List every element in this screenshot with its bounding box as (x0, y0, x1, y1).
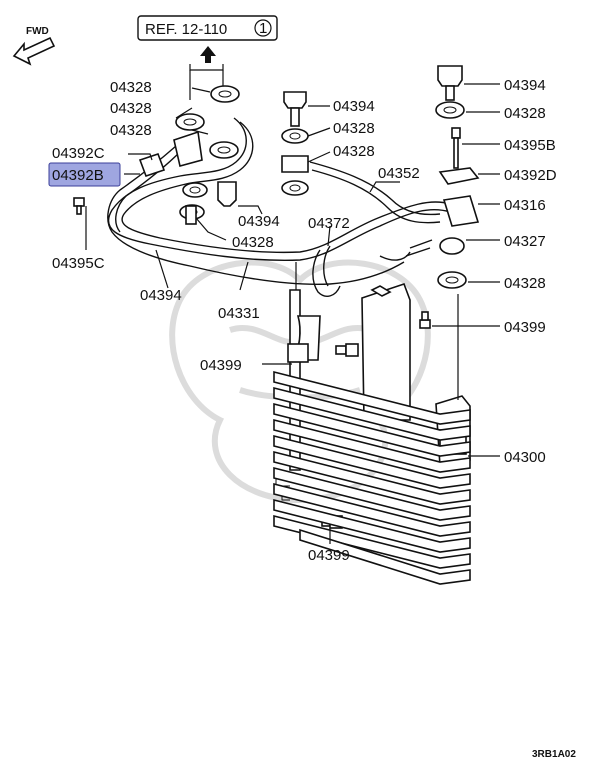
callout-04327[interactable]: 04327 (504, 233, 546, 250)
fwd-label: FWD (26, 26, 49, 37)
callout-04300[interactable]: 04300 (504, 449, 546, 466)
callout-04331[interactable]: 04331 (218, 305, 260, 322)
cooler-hoses (107, 117, 451, 297)
callout-04394-a[interactable]: 04394 (140, 287, 182, 304)
callout-04328-b[interactable]: 04328 (110, 100, 152, 117)
footer-code: 3RB1A02 (532, 749, 576, 760)
callout-04399-c[interactable]: 04399 (308, 547, 350, 564)
cooler-fins (273, 370, 471, 585)
callout-04328-g[interactable]: 04328 (504, 105, 546, 122)
highlight-04392b (48, 162, 121, 187)
callout-04395b[interactable]: 04395B (504, 137, 556, 154)
callout-04395c[interactable]: 04395C (52, 255, 105, 272)
reference-text: REF. 12-110 (145, 21, 227, 38)
callout-04328-d[interactable]: 04328 (333, 120, 375, 137)
callout-04394-d[interactable]: 04394 (504, 77, 546, 94)
callout-04328-e[interactable]: 04328 (333, 143, 375, 160)
callout-04316[interactable]: 04316 (504, 197, 546, 214)
callout-04399-b[interactable]: 04399 (200, 357, 242, 374)
reference-pointer-arrow (189, 46, 224, 100)
callout-04328-a[interactable]: 04328 (110, 79, 152, 96)
callout-04328-f[interactable]: 04328 (232, 234, 274, 251)
leader-lines (85, 83, 500, 544)
callout-04392d[interactable]: 04392D (504, 167, 557, 184)
mounting-brackets (138, 130, 480, 255)
callout-04399-a[interactable]: 04399 (504, 319, 546, 336)
callout-04394-c[interactable]: 04394 (238, 213, 280, 230)
callout-04394-b[interactable]: 04394 (333, 98, 375, 115)
reference-circle-number: 1 (259, 20, 267, 37)
callout-04328-h[interactable]: 04328 (504, 275, 546, 292)
callout-04392c[interactable]: 04392C (52, 145, 105, 162)
callout-labels: 04328 04328 04328 04392C 04392B 04395C 0… (52, 77, 557, 564)
callout-04372[interactable]: 04372 (308, 215, 350, 232)
callout-04392b[interactable]: 04392B (52, 167, 104, 184)
reference-box: REF. 12-110 1 (137, 15, 278, 41)
callout-04352[interactable]: 04352 (378, 165, 420, 182)
callout-04328-c[interactable]: 04328 (110, 122, 152, 139)
fwd-arrow-icon (12, 36, 56, 66)
